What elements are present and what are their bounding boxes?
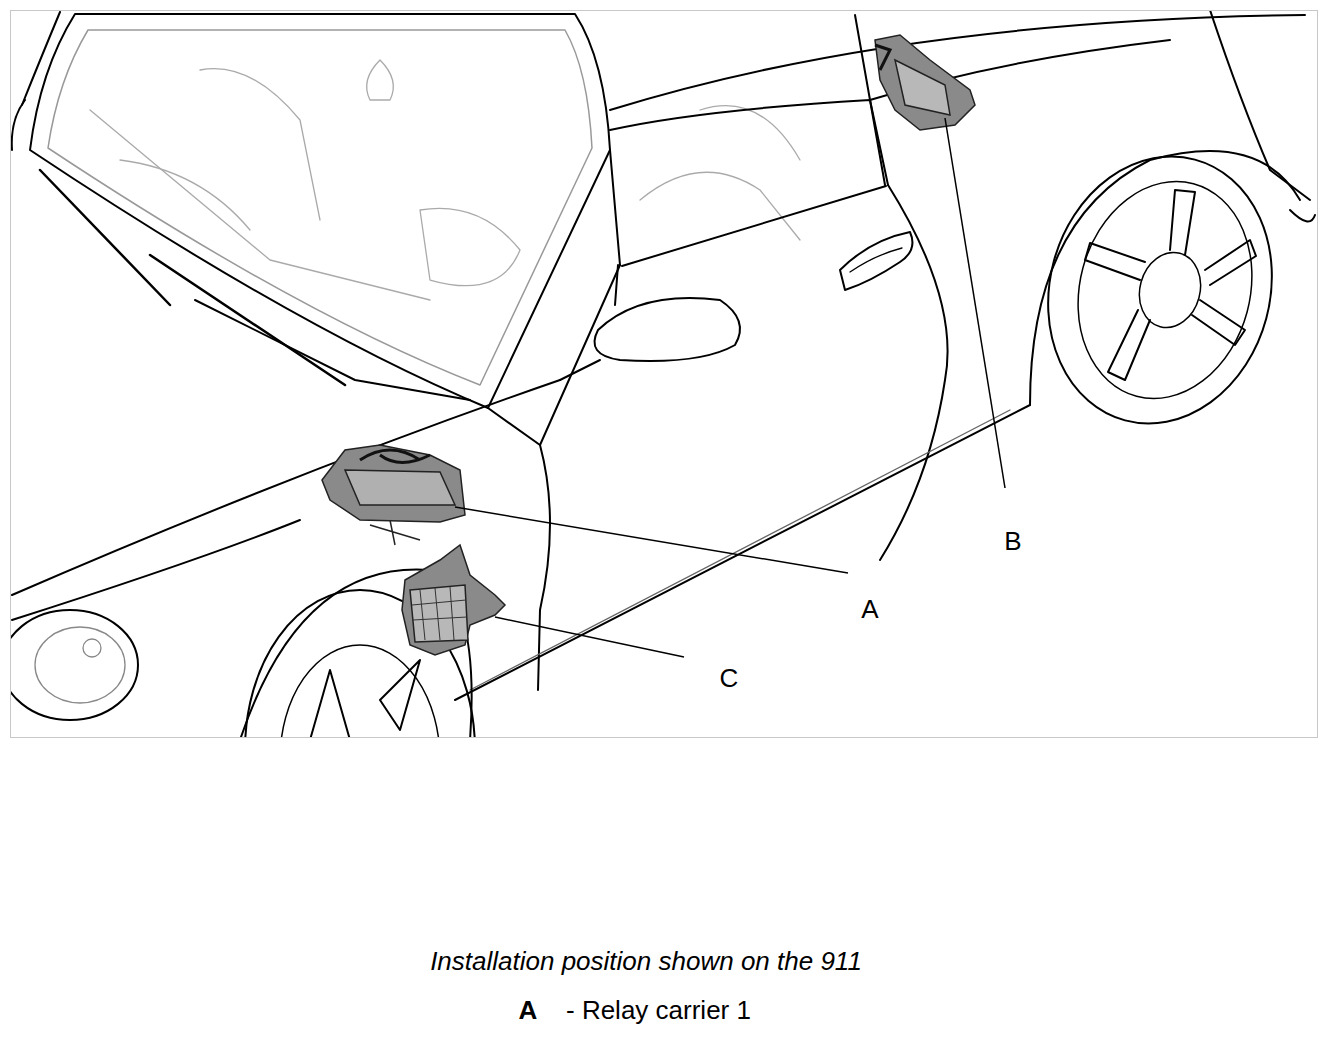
car-outline xyxy=(11,11,1315,737)
key-text: - Relay carrier 1 xyxy=(566,996,751,1025)
callout-letter: A xyxy=(861,595,878,624)
relay-carriers xyxy=(322,35,975,655)
leader-lines xyxy=(455,118,1005,657)
picture-frame xyxy=(11,11,1318,738)
callout-letter: C xyxy=(720,664,739,693)
key-letter: A xyxy=(519,996,538,1025)
figure-caption: Installation position shown on the 911 xyxy=(430,947,862,976)
callout-letter: B xyxy=(1004,527,1021,556)
